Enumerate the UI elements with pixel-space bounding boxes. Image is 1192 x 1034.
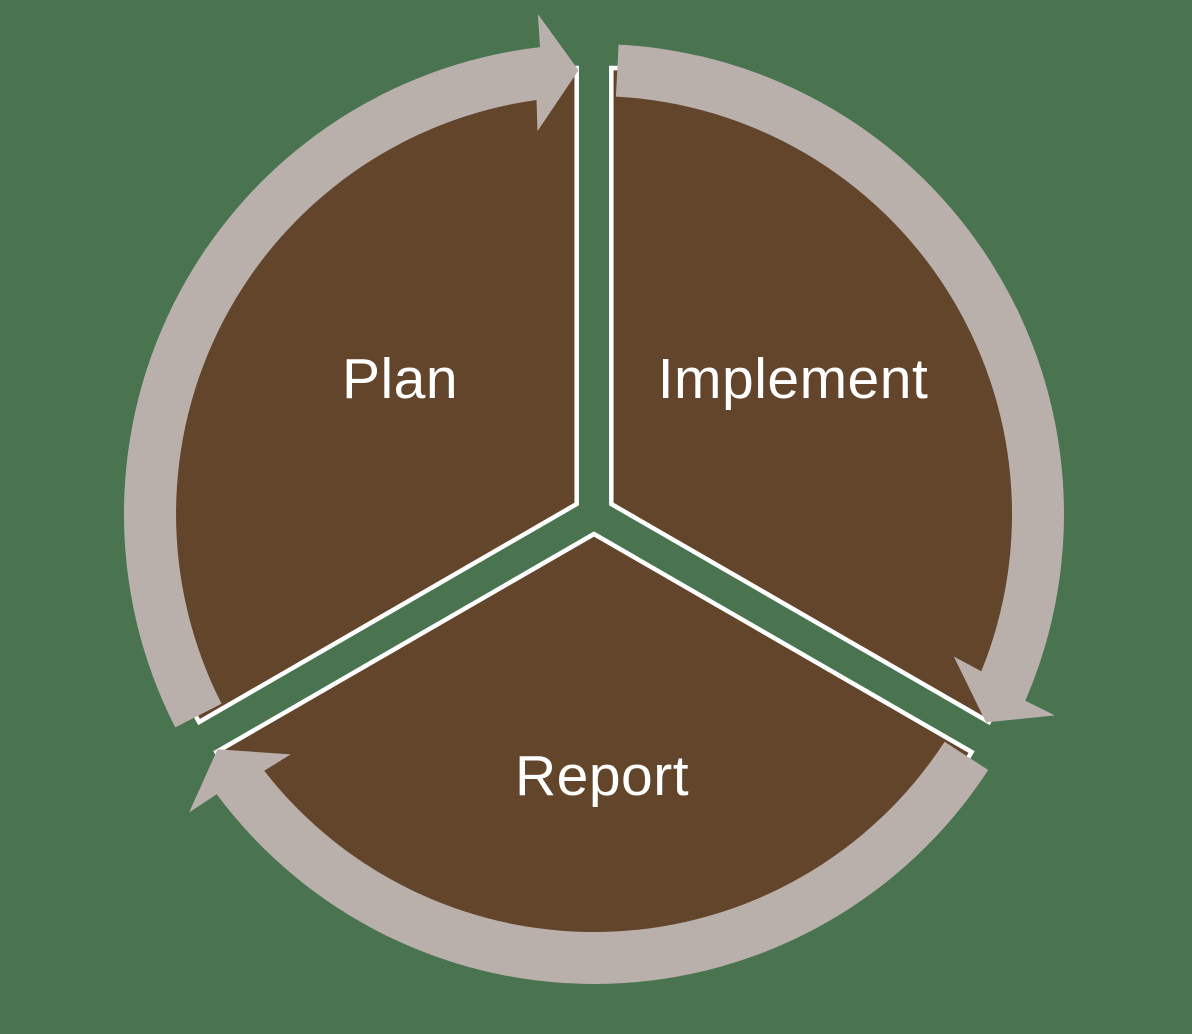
arrow-arc-plan <box>123 14 579 728</box>
label-implement: Implement <box>657 347 929 411</box>
label-plan: Plan <box>341 347 459 411</box>
arrow-arc-report <box>189 741 989 984</box>
label-report: Report <box>514 744 690 808</box>
arrow-ring-group <box>123 14 1064 984</box>
arrow-arc-implement <box>615 44 1064 723</box>
